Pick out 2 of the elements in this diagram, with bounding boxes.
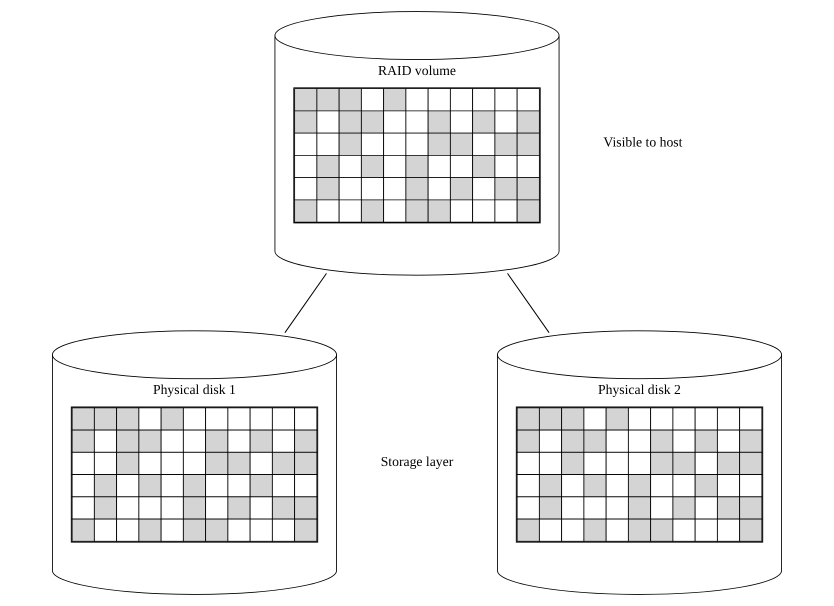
label: Visible to host xyxy=(603,134,682,150)
label: Storage layer xyxy=(380,454,454,469)
